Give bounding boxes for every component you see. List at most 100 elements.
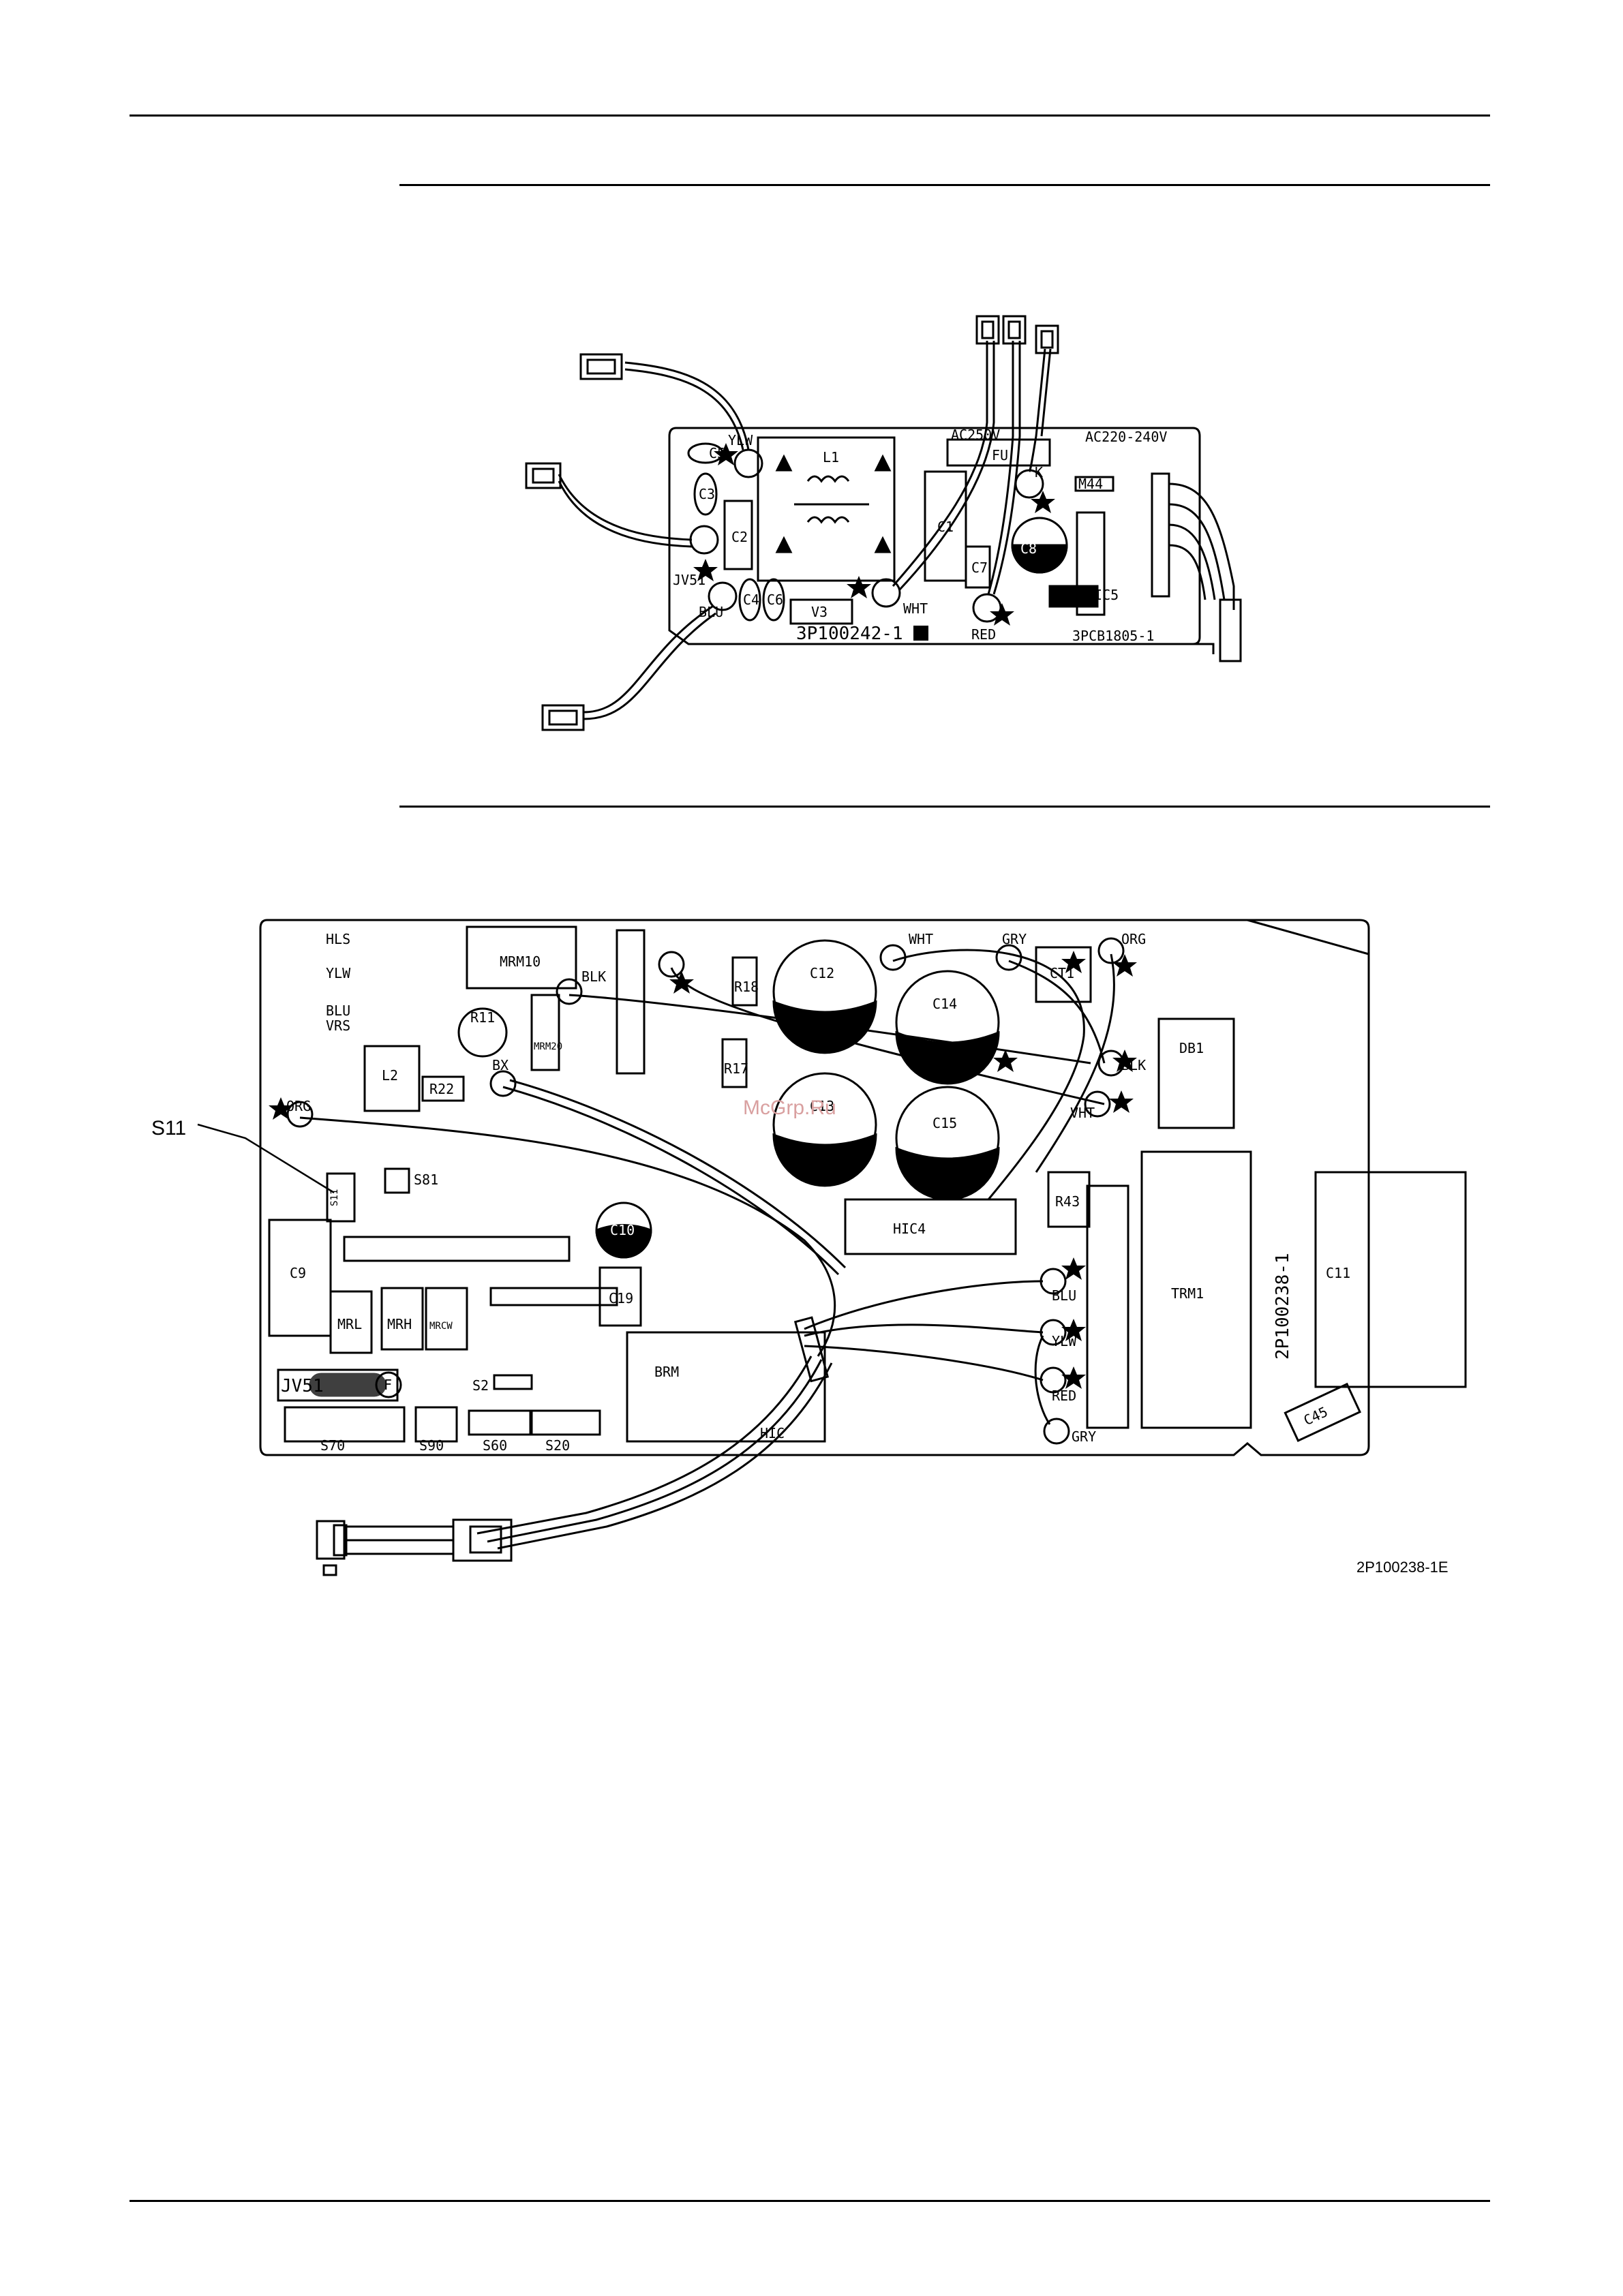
cable-tie xyxy=(793,1316,830,1383)
b2-red2-label: RED xyxy=(1052,1388,1076,1404)
top-rule xyxy=(130,114,1490,117)
ribbon-connector xyxy=(1219,598,1242,662)
s70-header xyxy=(284,1406,406,1443)
b2-c11-label: C11 xyxy=(1326,1265,1350,1281)
mrm10-relay xyxy=(466,925,577,990)
b2-c9-label: C9 xyxy=(290,1265,306,1281)
b2-mrm10-label: MRM10 xyxy=(500,953,541,970)
mrh-relay xyxy=(380,1287,424,1351)
b1-c8-label: C8 xyxy=(1020,540,1037,557)
wire-terminal-top-2 xyxy=(1002,315,1027,345)
b2-r18-label: R18 xyxy=(734,979,759,995)
b1-ylw-label: YLW xyxy=(728,432,753,448)
b2-mrl-label: MRL xyxy=(337,1316,362,1332)
terminal-top-1 xyxy=(658,951,685,978)
b2-c13-label: C13 xyxy=(810,1098,834,1114)
b2-hic4-label: HIC4 xyxy=(893,1221,926,1237)
s11-callout: S11 xyxy=(151,1117,186,1139)
filter-pcb xyxy=(525,315,1242,731)
b2-part-no: 2P100238-1 xyxy=(1273,1253,1293,1360)
terminal-blu xyxy=(708,581,738,611)
l1-choke xyxy=(757,436,896,582)
strip-1 xyxy=(343,1236,571,1262)
s90-header xyxy=(414,1406,458,1443)
b2-c10-label: C10 xyxy=(610,1222,635,1238)
b2-s81-label: S81 xyxy=(414,1172,438,1188)
b2-mrh-label: MRH xyxy=(387,1316,412,1332)
b1-c3-label: C3 xyxy=(699,486,715,502)
b2-jv-label: JV51 xyxy=(281,1376,324,1396)
b2-c15-label: C15 xyxy=(932,1115,957,1131)
b2-r43-label: R43 xyxy=(1055,1193,1080,1210)
hic-module xyxy=(626,1331,826,1443)
wire-terminal-1 xyxy=(579,353,623,380)
hic4-module xyxy=(844,1198,1017,1255)
b2-l2-label: L2 xyxy=(382,1067,398,1084)
terminal-gry-bottom xyxy=(1043,1418,1070,1445)
b2-gry-label: GRY xyxy=(1002,931,1027,947)
b2-vrs-label: VRS xyxy=(326,1017,350,1034)
s2-switch xyxy=(493,1374,533,1390)
b1-c2-label: C2 xyxy=(731,529,748,545)
c11-capacitor xyxy=(1314,1171,1467,1388)
b2-gry2-label: GRY xyxy=(1072,1428,1096,1445)
b2-ct1-label: CT1 xyxy=(1050,965,1074,981)
wire-terminal-top-3 xyxy=(1035,324,1059,354)
filter-pcb-outline xyxy=(668,427,1215,654)
b2-org2-label: ORG xyxy=(286,1098,311,1114)
b1-part-no-2: 3PCB1805-1 xyxy=(1072,628,1154,644)
trm1-block xyxy=(1140,1150,1252,1429)
r22-resistor xyxy=(421,1075,465,1102)
b1-v3-label: V3 xyxy=(811,604,828,620)
b2-f-label: F xyxy=(384,1377,392,1393)
b1-m44-label: M44 xyxy=(1078,476,1103,492)
c19-capacitor xyxy=(598,1266,642,1327)
b2-c12-label: C12 xyxy=(810,965,834,981)
b1-wht-label: WHT xyxy=(903,600,928,617)
mrcw-relay xyxy=(425,1287,468,1351)
ribbon-right xyxy=(1168,483,1235,610)
c9-capacitor xyxy=(268,1219,332,1337)
r18-resistor xyxy=(731,956,758,1007)
wire-red xyxy=(987,341,1014,595)
wire-wht xyxy=(892,341,988,587)
wire-blk xyxy=(1028,348,1046,473)
bottom-rule xyxy=(130,2200,1490,2202)
b2-blu-label: BLU xyxy=(326,1002,350,1019)
c7-capacitor xyxy=(965,545,991,589)
harness-main xyxy=(476,1356,813,1535)
r11-resistor xyxy=(457,1007,508,1058)
b2-s2-label: S2 xyxy=(472,1377,489,1394)
fuse xyxy=(946,438,1051,467)
m44-resistor xyxy=(1074,476,1114,492)
b2-s20-label: S20 xyxy=(545,1437,570,1454)
connector-right xyxy=(1151,472,1170,598)
strip-2 xyxy=(489,1287,618,1306)
b2-hls-label: HLS xyxy=(326,931,350,947)
figure-code: 2P100238-1E xyxy=(1356,1559,1448,1576)
terminal-blk-mid xyxy=(489,1070,517,1097)
c6-capacitor xyxy=(762,578,785,622)
b2-trm1-label: TRM1 xyxy=(1171,1285,1204,1302)
l1-coils xyxy=(806,475,850,524)
b2-ylw2-label: YLW xyxy=(1052,1333,1077,1349)
b2-s60-label: S60 xyxy=(483,1437,507,1454)
b2-org-label: ORG xyxy=(1121,931,1146,947)
b1-hic5-label: HIC5 xyxy=(1086,587,1119,603)
r17-resistor xyxy=(721,1038,748,1088)
main-pcb-outline xyxy=(259,919,1370,1456)
mrl-relay xyxy=(329,1290,373,1354)
b2-s90-label: S90 xyxy=(419,1437,444,1454)
b2-c19-label: C19 xyxy=(609,1290,633,1306)
b2-mrcw-label: MRCW xyxy=(429,1321,453,1332)
terminal-org-left xyxy=(286,1101,314,1128)
terminal-blk-top xyxy=(556,978,583,1005)
b2-db1-label: DB1 xyxy=(1179,1040,1204,1056)
section-rule-1 xyxy=(399,184,1490,186)
wire-blu xyxy=(804,1280,1044,1330)
terminal-left xyxy=(689,525,719,555)
ct1-transformer xyxy=(1035,946,1092,1003)
wire-blu xyxy=(583,605,713,714)
b1-part-no: 3P100242-1 xyxy=(796,624,903,644)
